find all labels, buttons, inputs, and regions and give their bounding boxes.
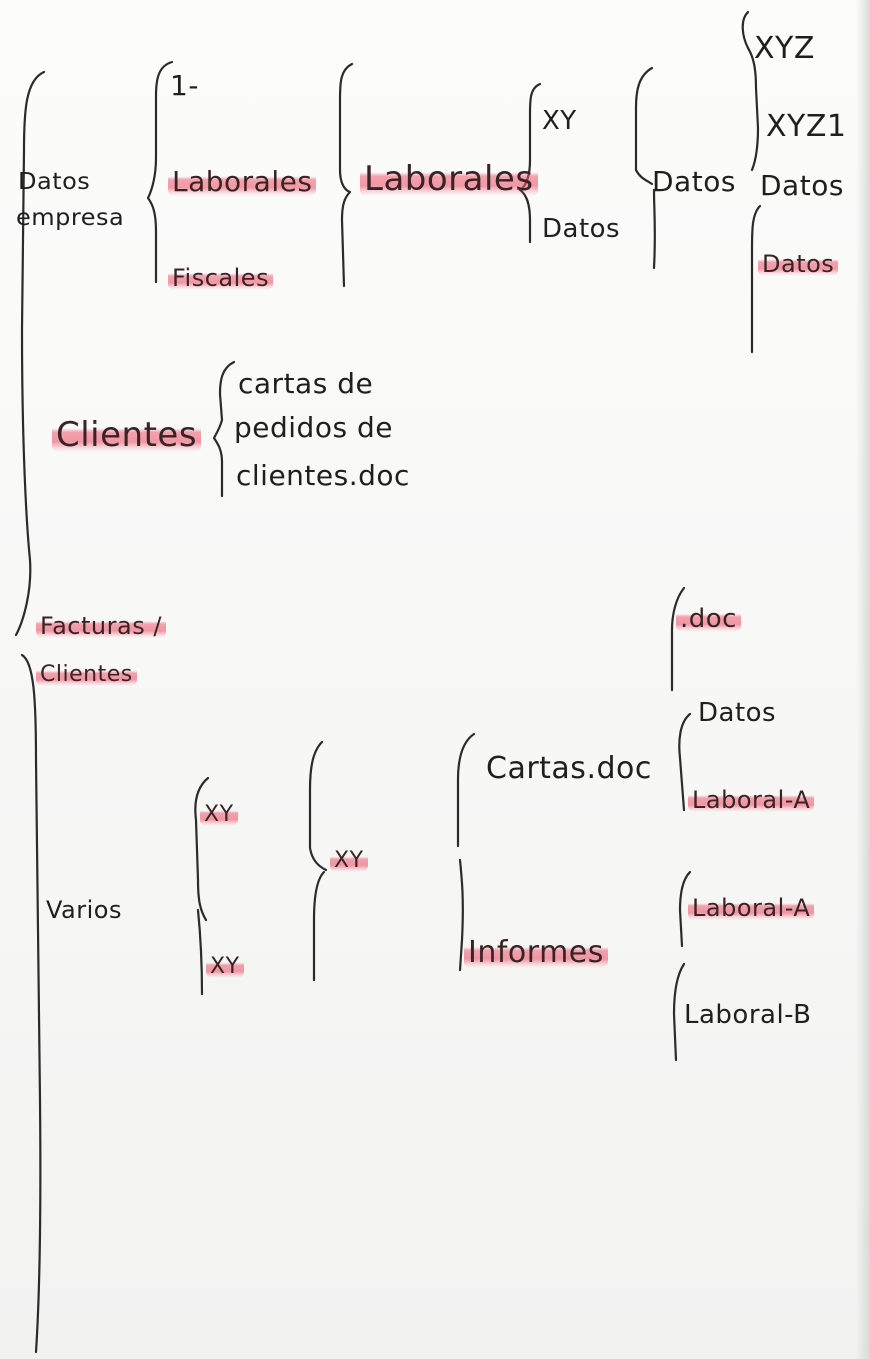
root-brace-bottom bbox=[20, 653, 42, 1354]
brace-varios bbox=[194, 776, 210, 922]
label-laboral-a-1: Laboral-A bbox=[688, 788, 815, 812]
label-xy-b: XY bbox=[206, 956, 244, 978]
label-facturas-1: Facturas / bbox=[36, 614, 166, 638]
root-brace-top bbox=[14, 70, 46, 637]
brace-clientes bbox=[212, 360, 236, 498]
brace-laboral-a-bot bbox=[678, 870, 692, 948]
label-datos-right-1: Datos bbox=[760, 169, 844, 202]
brace-datos-col5-close bbox=[652, 188, 656, 270]
brace-datos-right bbox=[750, 204, 762, 354]
label-one-dash: 1- bbox=[170, 69, 199, 102]
label-datos-mid: Datos bbox=[542, 214, 621, 244]
label-xy-a: XY bbox=[200, 804, 238, 826]
label-laborales-1: Laborales bbox=[168, 168, 317, 196]
brace-laborales bbox=[338, 62, 354, 288]
label-xy-top: XY bbox=[542, 106, 577, 136]
label-datos-right-2: Datos bbox=[758, 252, 839, 276]
brace-varios-low bbox=[196, 908, 204, 996]
brace-cartas-informes bbox=[456, 732, 476, 848]
label-facturas-2: Clientes bbox=[36, 664, 137, 686]
label-cartas-2: pedidos de bbox=[234, 411, 393, 444]
label-informes: Informes bbox=[464, 938, 608, 968]
label-xyz1: XYZ1 bbox=[766, 109, 847, 144]
label-datos-empresa-2: empresa bbox=[16, 204, 125, 231]
brace-datos-empresa bbox=[146, 60, 174, 284]
label-laboral-b: Laboral-B bbox=[684, 1000, 812, 1030]
label-xyz: XYZ bbox=[754, 31, 815, 66]
brace-cartas-informes-low bbox=[458, 858, 464, 972]
brace-xyz bbox=[741, 10, 760, 172]
label-cartas-1: cartas de bbox=[238, 367, 374, 400]
label-fiscales: Fiscales bbox=[168, 266, 274, 290]
brace-laboral-a-top bbox=[678, 712, 692, 812]
brace-datos-col5 bbox=[634, 66, 654, 186]
label-laboral-a-2: Laboral-A bbox=[688, 896, 815, 920]
brace-xy-col bbox=[308, 740, 328, 872]
label-doc: .doc bbox=[676, 606, 741, 632]
label-varios: Varios bbox=[46, 896, 122, 924]
label-laborales-2: Laborales bbox=[360, 162, 538, 196]
label-datos-branch: Datos bbox=[652, 165, 736, 198]
label-cartas-doc: Cartas.doc bbox=[486, 751, 652, 786]
label-datos-empresa-1: Datos bbox=[18, 168, 91, 195]
brace-doc bbox=[670, 586, 686, 692]
brace-laboral-b bbox=[672, 962, 686, 1062]
brace-xy-col-low bbox=[312, 870, 326, 982]
label-xy-c: XY bbox=[330, 850, 368, 872]
label-datos-bottom: Datos bbox=[698, 698, 777, 728]
label-clientes: Clientes bbox=[52, 418, 202, 452]
label-cartas-3: clientes.doc bbox=[236, 459, 410, 492]
